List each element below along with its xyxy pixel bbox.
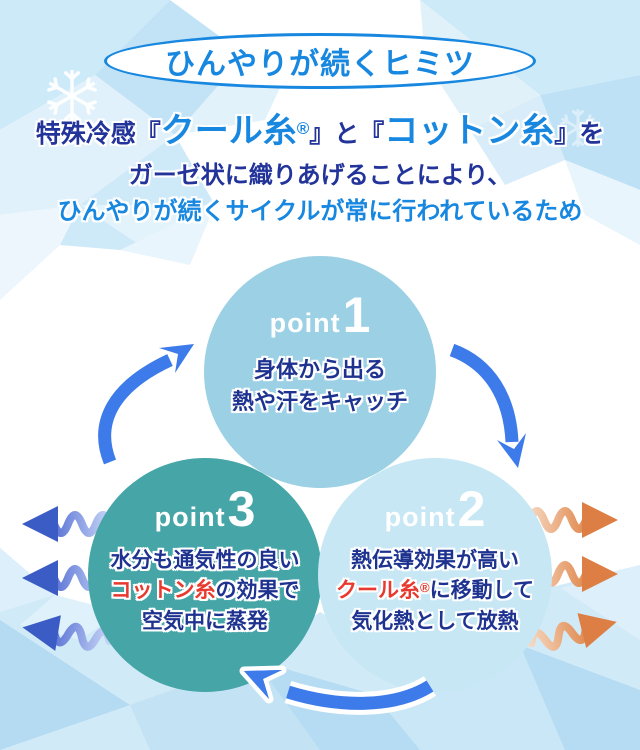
subtitle-block: 特殊冷感『クール糸®』と『コットン糸』を ガーゼ状に織りあげることにより、 ひん… <box>0 106 640 229</box>
cool-thread-text: クール糸 <box>160 112 297 150</box>
heat-wave-icon <box>527 613 617 651</box>
heat-wave-icon <box>526 502 618 538</box>
snowflake-icon <box>559 109 597 147</box>
registered-mark: ® <box>296 119 310 138</box>
point-2-text: 熱伝導効果が高い クール糸®に移動して 気化熱として放熱 <box>336 549 534 633</box>
page-title: ひんやりが続くヒミツ <box>165 48 475 81</box>
title-banner: ひんやりが続くヒミツ <box>104 33 536 89</box>
point-3-text: 水分も通気性の良い コットン糸の効果で 空気中に蒸発 <box>110 549 300 633</box>
cotton-thread-text: コットン糸 <box>384 112 555 150</box>
cycle-arrow-1-to-2-icon <box>449 343 526 468</box>
cold-wave-icon <box>22 506 114 542</box>
cotton-thread-highlight: コットン糸 <box>110 579 216 603</box>
subtitle-line-3: ひんやりが続くサイクルが常に行われているため <box>57 198 583 225</box>
snowflake-icon <box>47 69 97 123</box>
cool-thread-highlight: クール糸 <box>336 579 421 603</box>
registered-mark: ® <box>420 580 430 596</box>
cold-wave-icon <box>22 615 114 651</box>
cold-wave-icon <box>22 506 114 651</box>
subtitle-line-2: ガーゼ状に織りあげることにより、 <box>128 162 512 189</box>
subtitle-line-1: 特殊冷感『クール糸®』と『コットン糸』を <box>35 112 605 150</box>
point-1-text: 身体から出る 熱や汗をキャッチ <box>231 357 408 414</box>
cycle-arrow-2-to-3-icon <box>239 665 437 715</box>
cycle-arrow-3-to-1-icon <box>98 344 194 465</box>
